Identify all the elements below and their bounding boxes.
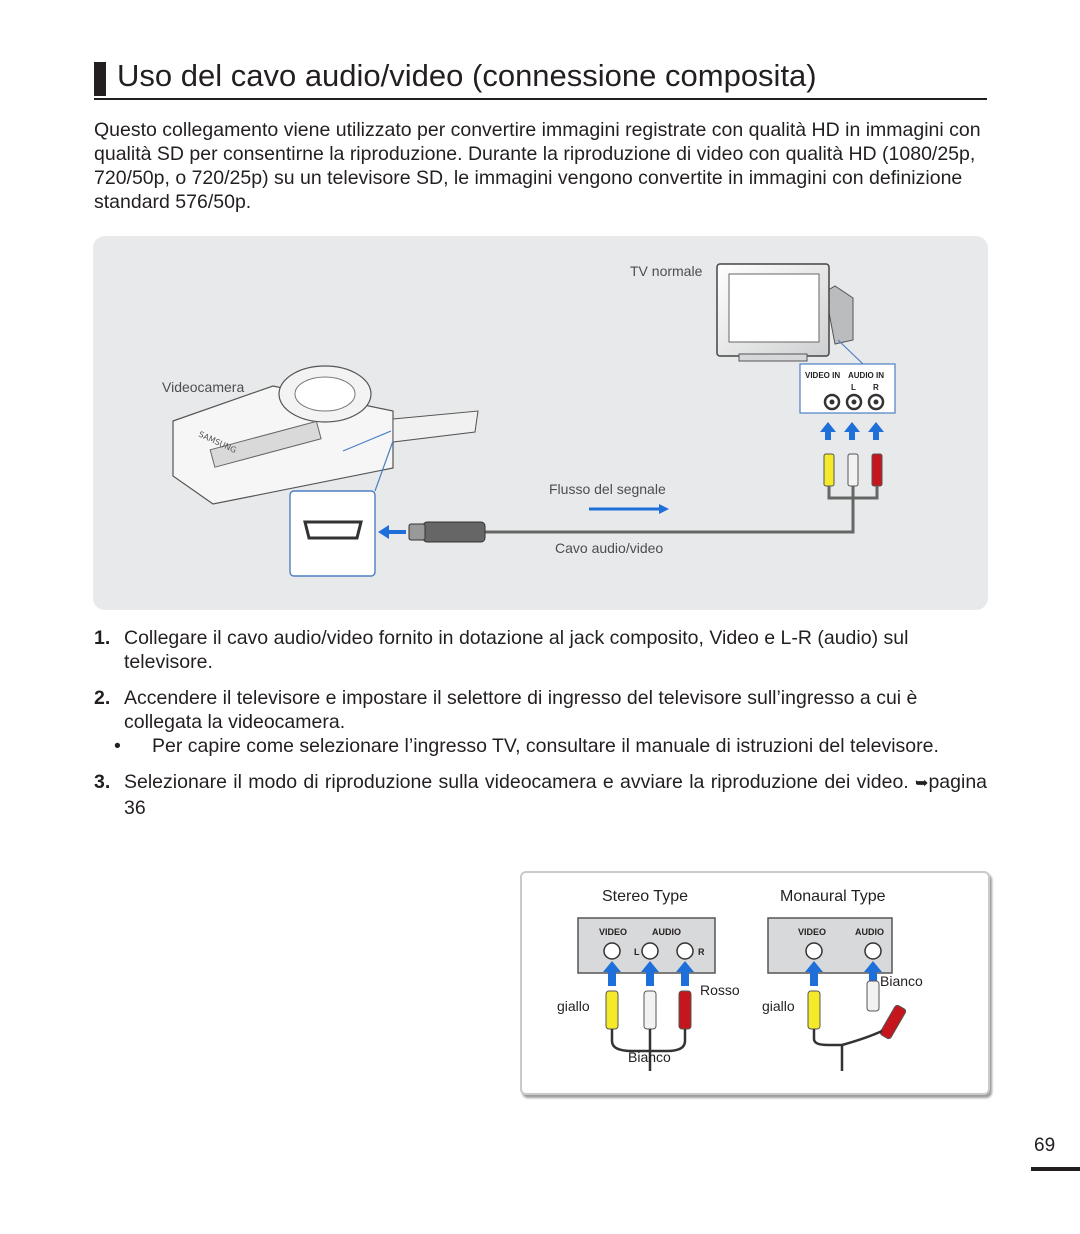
title-marker [94, 62, 106, 96]
tv-input-panel [799, 339, 896, 414]
svg-text:VIDEO: VIDEO [599, 927, 627, 937]
mono-type-title: Monaural Type [780, 888, 886, 905]
connection-diagram: SAMSUNG VIDEO IN AUDIO IN L R TV normale… [93, 236, 988, 610]
tv-label: TV normale [630, 263, 703, 279]
svg-text:VIDEO IN: VIDEO IN [805, 371, 840, 380]
svg-text:AUDIO IN: AUDIO IN [848, 371, 884, 380]
step-3: 3. Selezionare il modo di riproduzione s… [94, 771, 988, 819]
connection-diagram-art: SAMSUNG VIDEO IN AUDIO IN L R [172, 263, 896, 577]
cable-types-art: VIDEO AUDIO L R VIDEO AUDIO [577, 917, 907, 1071]
stereo-white-label: Bianco [628, 1049, 671, 1065]
svg-text:R: R [698, 947, 705, 957]
stereo-panel [577, 917, 716, 974]
page-number-rule [1031, 1167, 1080, 1171]
instruction-steps: 1. Collegare il cavo audio/video fornito… [94, 626, 987, 832]
camera-label: Videocamera [162, 379, 245, 395]
jack-zoom-icon [289, 430, 394, 577]
rca-plugs-icon [433, 453, 883, 534]
page-ref-arrow-icon: ➥ [915, 775, 929, 792]
svg-text:L: L [851, 383, 856, 392]
tv-icon [716, 263, 854, 362]
intro-paragraph: Questo collegamento viene utilizzato per… [94, 119, 981, 213]
mono-yellow-label: giallo [762, 998, 795, 1014]
mono-up-arrows-icon [805, 961, 882, 986]
svg-text:VIDEO: VIDEO [798, 927, 826, 937]
svg-text:AUDIO: AUDIO [855, 927, 884, 937]
title-underline [94, 98, 987, 100]
step-2: 2. Accendere il televisore e impostare i… [94, 687, 918, 733]
page-number: 69 [1034, 1135, 1056, 1156]
page-ref-link[interactable]: pagina 36 [124, 771, 988, 819]
stereo-type-title: Stereo Type [602, 888, 688, 905]
svg-text:L: L [634, 947, 640, 957]
svg-text:R: R [873, 383, 879, 392]
step-2-note: • Per capire come selezionare l’ingresso… [114, 735, 939, 757]
mono-white-label: Bianco [880, 973, 923, 989]
cable-type-box: VIDEO AUDIO L R VIDEO AUDIO Stereo Type … [520, 871, 990, 1095]
stereo-up-arrows-icon [603, 961, 694, 986]
av-plug-icon [378, 521, 486, 543]
stereo-red-label: Rosso [700, 982, 740, 998]
svg-text:AUDIO: AUDIO [652, 927, 681, 937]
step-1: 1. Collegare il cavo audio/video fornito… [94, 627, 909, 673]
camcorder-icon: SAMSUNG [172, 365, 479, 505]
signal-label: Flusso del segnale [549, 481, 666, 497]
page-title: Uso del cavo audio/video (connessione co… [117, 58, 817, 93]
cable-label: Cavo audio/video [555, 540, 664, 556]
stereo-yellow-label: giallo [557, 998, 590, 1014]
up-arrows-icon [820, 422, 884, 440]
